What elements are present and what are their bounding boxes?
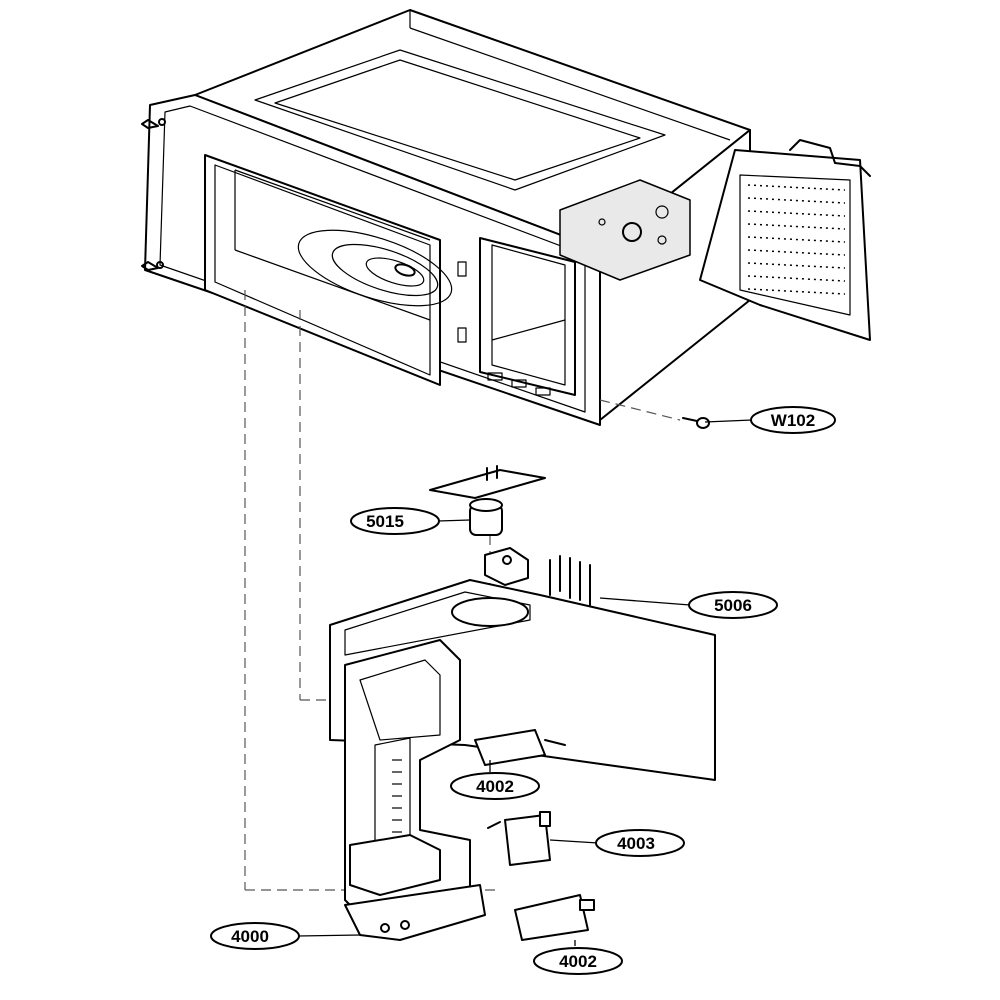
- callout-5015: 5015: [350, 507, 440, 535]
- callout-4000-label: 4000: [231, 927, 269, 946]
- callout-5015-label: 5015: [366, 512, 404, 531]
- turntable-motor: [559, 179, 691, 281]
- callout-4002-upper: 4002: [450, 772, 540, 800]
- turntable-plate: [297, 229, 453, 307]
- callout-4002-lower: 4002: [533, 947, 623, 975]
- callout-4002-upper-label: 4002: [476, 777, 514, 796]
- latch-hook-4000: [344, 639, 486, 941]
- callout-4003: 4003: [595, 829, 685, 857]
- callout-4003-label: 4003: [617, 834, 655, 853]
- callout-leaders: [297, 419, 753, 946]
- callout-4002-lower-label: 4002: [559, 952, 597, 971]
- callout-5006-label: 5006: [714, 596, 752, 615]
- micro-switch-4002-upper: [474, 729, 566, 766]
- callout-4000: 4000: [210, 922, 300, 950]
- micro-switch-4002-lower: [514, 894, 595, 941]
- callout-w102-label: W102: [771, 411, 815, 430]
- screw-w102: [682, 417, 710, 429]
- vent-grille: [747, 184, 846, 295]
- callout-5006: 5006: [688, 591, 778, 619]
- microwave-cavity-assembly: [141, 9, 871, 426]
- lamp-5015: [429, 465, 546, 536]
- callout-w102: W102: [750, 406, 836, 434]
- micro-switch-4003: [487, 811, 551, 866]
